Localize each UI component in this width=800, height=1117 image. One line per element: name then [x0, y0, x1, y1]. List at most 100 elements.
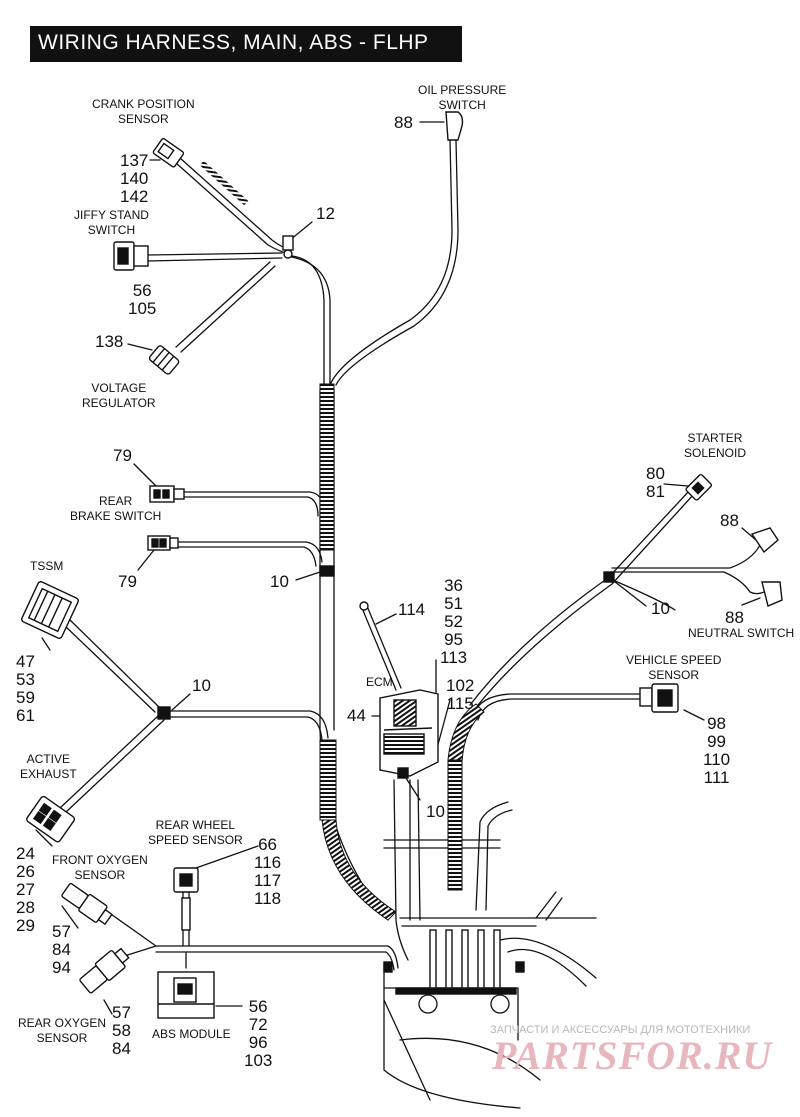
rear-wheel-speed-sensor-icon — [173, 867, 199, 931]
active-exhaust-connector-icon — [26, 795, 76, 843]
starter-solenoid-label: STARTER SOLENOID — [684, 431, 747, 460]
conduit-upper — [319, 383, 335, 551]
leader-66 — [195, 845, 259, 869]
rear-brake-switch-ref-lower: 79 — [118, 572, 137, 591]
rear-brake-connector-lower-icon — [147, 535, 179, 551]
conduit-lower — [319, 739, 337, 821]
active-exhaust-refs: 24 26 27 28 29 — [16, 844, 35, 935]
clip-10-right-icon — [603, 571, 615, 583]
clip-12-icon — [282, 235, 294, 259]
abs-module-icon — [157, 971, 215, 1019]
leader-114 — [375, 613, 397, 625]
ecm-module-icon — [379, 689, 439, 779]
leader-79-bottom — [137, 549, 155, 571]
rear-brake-switch-ref-upper: 79 — [113, 446, 132, 465]
ecm-label: ECM — [366, 675, 393, 689]
clip-10-mid-icon — [319, 565, 335, 577]
leader-138 — [127, 343, 153, 351]
clip-10-mid-ref: 10 — [270, 572, 289, 591]
rear-brake-connector-upper-icon — [149, 485, 185, 503]
leader-57-front — [61, 905, 79, 929]
vehicle-speed-sensor-refs: 98 99 110 111 — [703, 714, 731, 787]
leader-10-mid — [295, 571, 321, 581]
rear-oxygen-sensor-refs: 57 58 84 — [112, 1003, 131, 1058]
jiffy-stand-wire — [147, 252, 283, 256]
leader-88-upper — [741, 527, 757, 541]
ecm-refs-right: 36 51 52 95 113 — [440, 576, 468, 667]
leader-80 — [663, 483, 689, 487]
rear-oxygen-sensor-label: REAR OXYGEN SENSOR — [18, 1016, 107, 1045]
voltage-regulator-ref: 138 — [95, 332, 124, 351]
tssm-refs: 47 53 59 61 — [16, 652, 35, 725]
base-clips-icon — [383, 929, 525, 995]
page-title: WIRING HARNESS, MAIN, ABS - FLHP — [38, 31, 429, 54]
rear-brake-wire-upper — [181, 491, 325, 513]
voltage-regulator-connector-icon — [148, 345, 180, 375]
jiffy-stand-switch-icon — [113, 241, 149, 271]
conduit-lower-curve — [321, 819, 397, 921]
jiffy-stand-switch-label: JIFFY STAND SWITCH — [74, 208, 149, 237]
neutral-switch-lower-icon — [761, 581, 783, 607]
neutral-switch-ref-upper: 88 — [720, 511, 739, 530]
leader-57-rear — [103, 999, 113, 1015]
clip-12-ref: 12 — [316, 204, 335, 223]
starter-wire — [469, 489, 691, 706]
conduit-right — [447, 703, 485, 763]
title-bar: WIRING HARNESS, MAIN, ABS - FLHP — [30, 26, 462, 62]
leader-79-top — [133, 463, 157, 487]
tssm-wire — [69, 619, 161, 709]
tssm-label: TSSM — [30, 559, 64, 573]
neutral-wire — [611, 544, 761, 569]
front-oxygen-sensor-label: FRONT OXYGEN SENSOR — [52, 853, 148, 882]
conduit-crank — [199, 160, 249, 206]
neutral-switch-ref-lower: 88 — [725, 608, 744, 627]
tssm-module-icon — [21, 581, 79, 639]
abs-module-label: ABS MODULE — [152, 1027, 231, 1041]
watermark-tagline: ЗАПЧАСТИ И АКСЕССУАРЫ ДЛЯ МОТОТЕХНИКИ — [490, 1024, 751, 1036]
oil-pressure-switch-label: OIL PRESSURE SWITCH — [418, 83, 507, 112]
ecm-refs-lower: 102 115 — [446, 676, 475, 713]
rear-wheel-speed-sensor-refs: 66 116 117 118 — [254, 835, 282, 908]
clip-10-right-ref: 10 — [651, 599, 670, 618]
neutral-switch-label: NEUTRAL SWITCH — [688, 626, 795, 640]
vss-wire — [473, 693, 641, 715]
main-trunk-wire — [291, 255, 325, 391]
oil-pressure-wire — [329, 139, 453, 386]
leader-10-ecm — [405, 777, 421, 801]
vehicle-speed-sensor-label: VEHICLE SPEED SENSOR — [626, 653, 722, 682]
rear-oxygen-sensor-icon — [79, 947, 130, 994]
starter-solenoid-connector-icon — [685, 473, 713, 501]
lower-branch-wire — [167, 710, 329, 739]
crank-position-sensor-icon — [152, 138, 185, 168]
rear-brake-wire-lower — [175, 541, 323, 563]
active-exhaust-label: ACTIVE EXHAUST — [20, 752, 77, 781]
starter-solenoid-refs: 80 81 — [646, 464, 665, 501]
jiffy-stand-switch-refs: 56 105 — [128, 281, 157, 318]
crank-position-sensor-label: CRANK POSITION SENSOR — [92, 97, 195, 126]
oil-pressure-switch-icon — [445, 111, 464, 141]
leader-88-lower — [741, 597, 761, 606]
rear-brake-switch-label: REAR BRAKE SWITCH — [70, 494, 162, 523]
voltage-regulator-wire — [175, 261, 271, 348]
front-oxygen-sensor-icon — [61, 882, 113, 926]
leader-10-right — [609, 577, 647, 607]
voltage-regulator-label: VOLTAGE REGULATOR — [82, 381, 156, 410]
ground-strap-terminal-icon — [359, 601, 369, 611]
clip-10-left-icon — [157, 706, 171, 720]
transmission-housing — [383, 963, 521, 1109]
front-o2-wire — [107, 911, 157, 947]
abs-module-refs: 56 72 96 103 — [244, 997, 273, 1070]
clip-10-ecm-ref: 10 — [426, 802, 445, 821]
oil-pressure-switch-ref: 88 — [394, 113, 413, 132]
watermark-logo: PARTSFOR.RU — [492, 1033, 773, 1078]
crank-position-sensor-refs: 137 140 142 — [120, 151, 149, 206]
neutral-switch-upper-icon — [750, 527, 779, 554]
ground-strap-ref: 114 — [398, 600, 426, 619]
ecm-ref-left: 44 — [347, 706, 366, 725]
rear-wheel-speed-sensor-label: REAR WHEEL SPEED SENSOR — [148, 818, 243, 847]
active-exhaust-wire — [59, 715, 159, 809]
leader-exhaust — [35, 829, 53, 847]
leader-tssm — [41, 637, 51, 651]
